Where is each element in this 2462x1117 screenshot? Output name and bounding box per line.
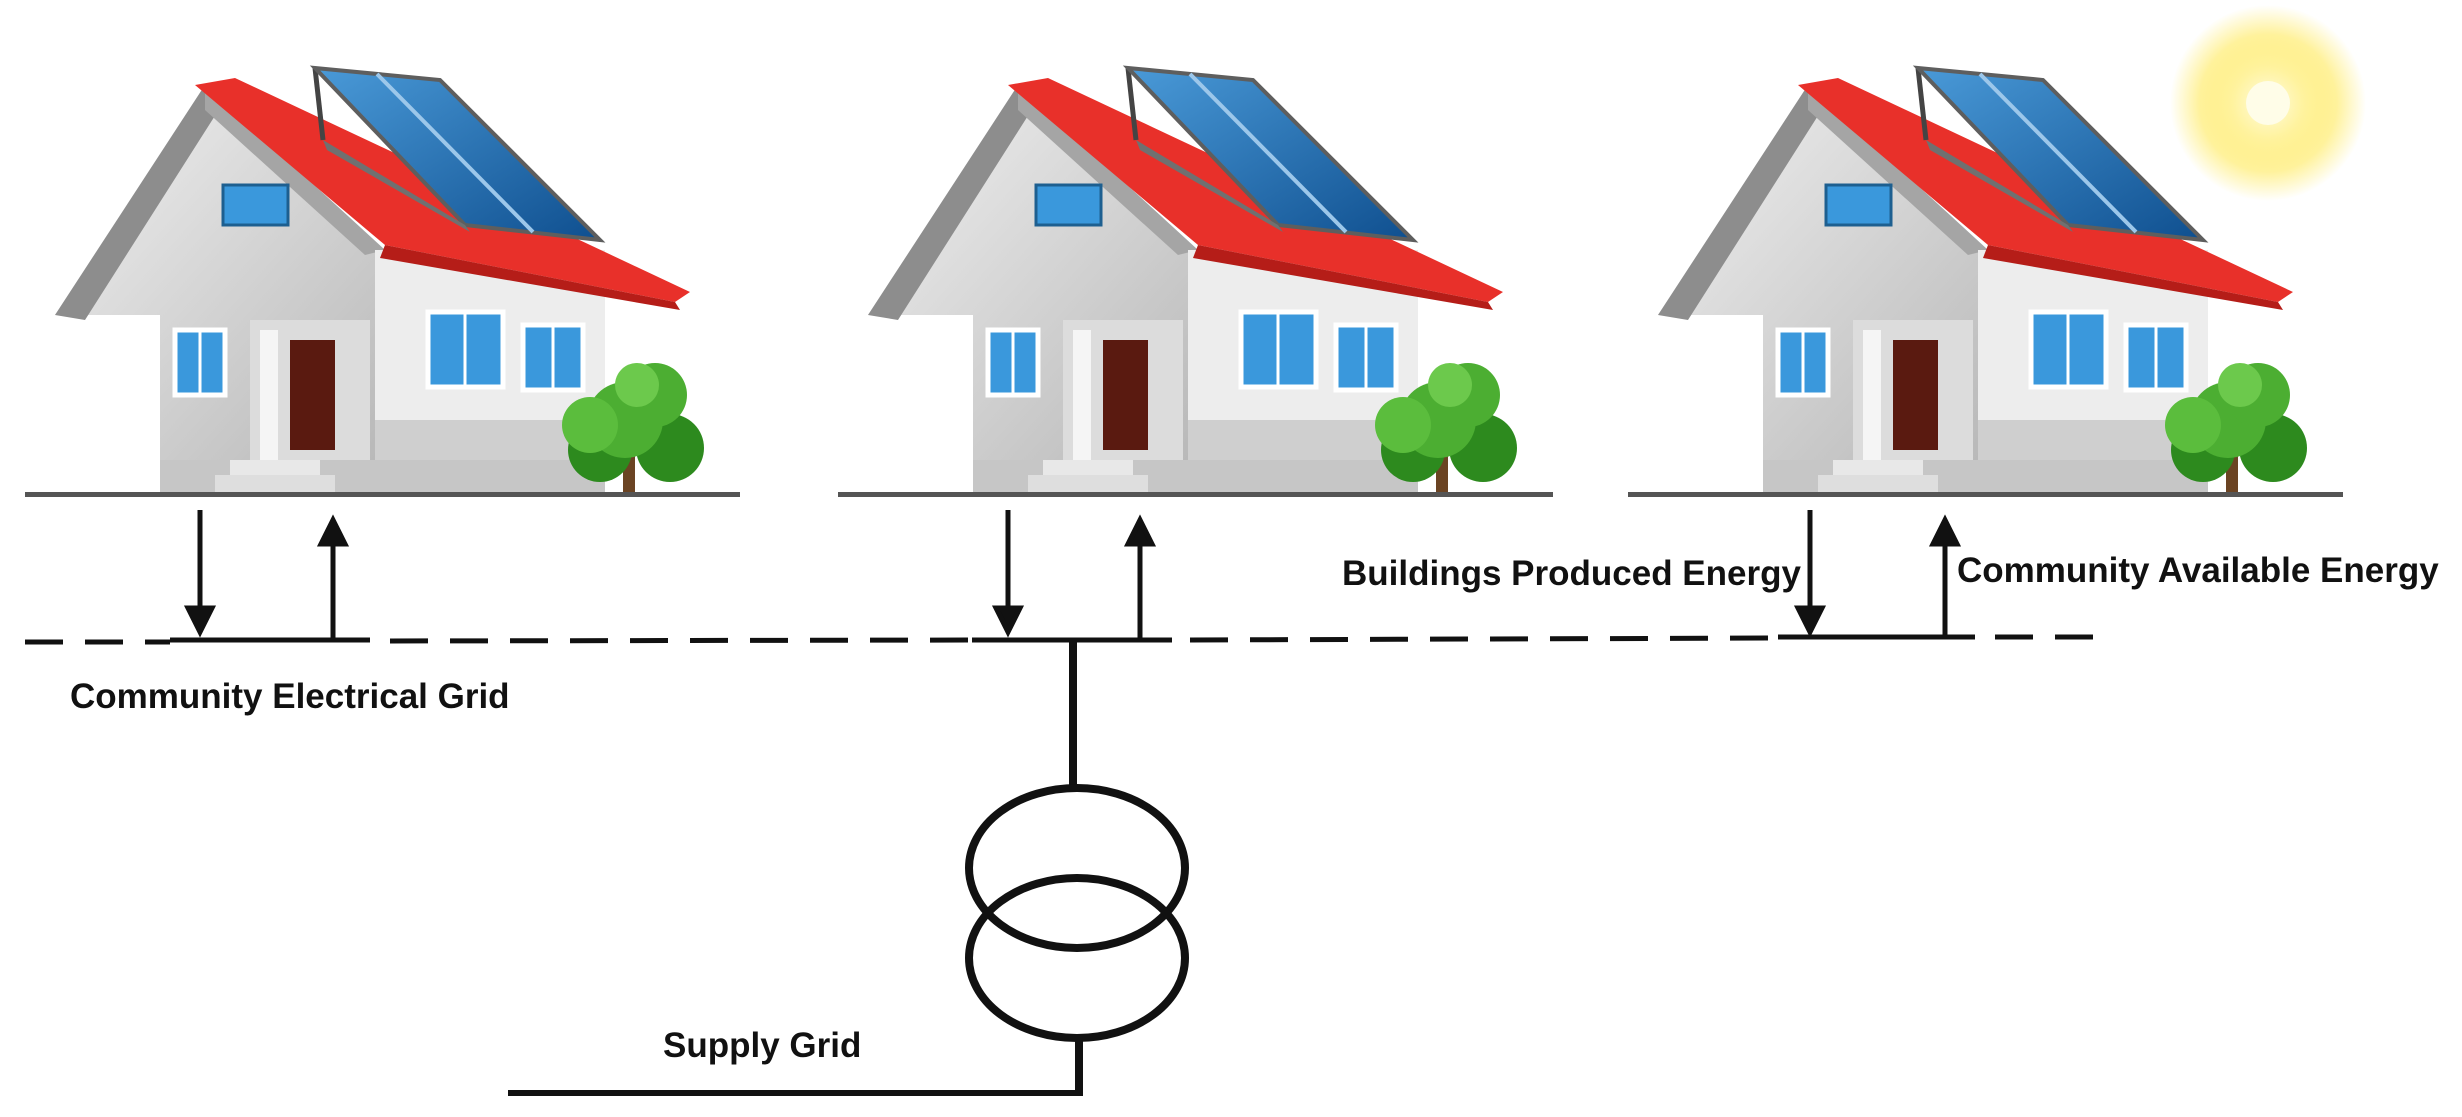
community-grid-label: Community Electrical Grid: [70, 677, 510, 716]
community-available-energy-label: Community Available Energy: [1957, 551, 2439, 590]
energy-arrows: [183, 510, 1962, 640]
house-with-solar-panels-icon: [838, 68, 1553, 497]
community-electrical-grid-line: [25, 634, 2110, 645]
supply-grid-label: Supply Grid: [663, 1026, 861, 1065]
sun-icon: [2170, 5, 2366, 201]
transformer-icon: [965, 640, 1189, 1092]
house-with-solar-panels-icon: [25, 68, 740, 497]
buildings-produced-energy-label: Buildings Produced Energy: [1342, 554, 1801, 593]
